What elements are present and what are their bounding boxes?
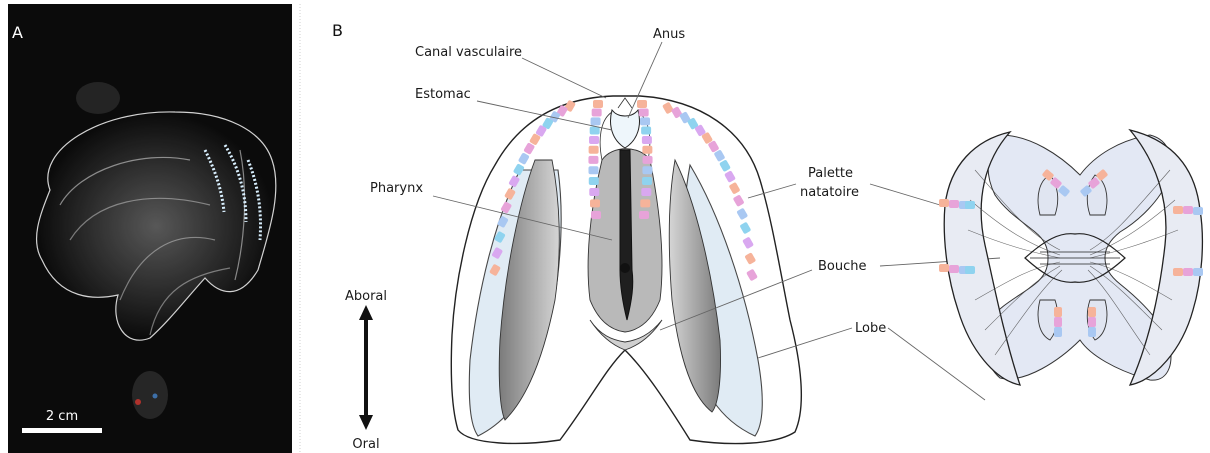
comb-plate — [939, 264, 949, 272]
comb-plate — [643, 156, 653, 164]
leader-lobe-left — [758, 328, 852, 358]
comb-plate — [729, 182, 741, 195]
comb-plate — [1193, 207, 1203, 215]
comb-plate — [592, 109, 602, 117]
comb-plate — [589, 177, 599, 185]
comb-plate — [641, 127, 651, 135]
comb-plate — [590, 199, 600, 207]
mouth-dot — [620, 263, 630, 273]
blur-spot-red — [135, 399, 141, 405]
comb-plate — [736, 208, 748, 221]
comb-plate — [739, 222, 751, 235]
leader-palette-right — [870, 184, 940, 205]
oral-view-body — [985, 135, 1171, 380]
label-pharynx: Pharynx — [370, 181, 423, 196]
comb-plate — [589, 146, 599, 154]
comb-plate — [642, 146, 652, 154]
comb-plate — [714, 149, 726, 162]
comb-plate — [1183, 206, 1193, 214]
comb-plate — [639, 211, 649, 219]
comb-plate — [1173, 268, 1183, 276]
blur-spot-blue — [153, 394, 158, 399]
comb-plate — [719, 159, 731, 172]
comb-plate — [588, 156, 598, 164]
comb-plate — [591, 117, 601, 125]
scale-bar — [22, 428, 102, 433]
stomach — [611, 110, 640, 148]
comb-plate — [590, 127, 600, 135]
orientation-axis: Aboral Oral — [345, 289, 387, 452]
leader-canal — [522, 58, 606, 98]
comb-plate — [1183, 268, 1193, 276]
blur-spot-top — [76, 82, 120, 114]
panel-label-b: B — [332, 21, 343, 40]
axis-label-aboral: Aboral — [345, 289, 387, 304]
comb-plate — [1173, 206, 1183, 214]
comb-plate — [1054, 317, 1062, 327]
comb-plate — [746, 269, 758, 282]
comb-plate — [1088, 327, 1096, 337]
comb-plate — [642, 177, 652, 185]
label-palette-line2: natatoire — [800, 185, 859, 200]
comb-plate — [518, 152, 530, 165]
comb-plate — [591, 211, 601, 219]
label-estomac: Estomac — [415, 87, 471, 102]
comb-plate — [939, 199, 949, 207]
comb-plate — [641, 188, 651, 196]
comb-plate — [1088, 317, 1096, 327]
comb-plate — [637, 100, 647, 108]
comb-plate — [639, 109, 649, 117]
comb-plate — [965, 266, 975, 274]
comb-plate — [1088, 307, 1096, 317]
comb-plate — [744, 252, 756, 265]
comb-plate — [642, 166, 652, 174]
comb-plate — [593, 100, 603, 108]
comb-plate — [1054, 327, 1062, 337]
comb-plate — [965, 201, 975, 209]
label-canal-vasculaire: Canal vasculaire — [415, 45, 522, 60]
comb-plate — [589, 136, 599, 144]
oral-view-diagram — [939, 130, 1203, 385]
comb-plate — [1193, 268, 1203, 276]
comb-plate — [588, 166, 598, 174]
axis-arrow-head-bottom — [359, 415, 373, 430]
label-bouche: Bouche — [818, 259, 867, 274]
comb-plate — [642, 136, 652, 144]
lateral-diagram — [451, 96, 801, 444]
scale-bar-label: 2 cm — [46, 409, 78, 424]
axis-label-oral: Oral — [352, 437, 379, 452]
label-palette-line1: Palette — [808, 166, 853, 181]
comb-plate — [742, 237, 754, 250]
comb-plate — [733, 194, 745, 207]
comb-plate — [949, 200, 959, 208]
photo-panel: A 2 cm — [8, 4, 292, 453]
panel-label-a: A — [12, 23, 23, 42]
comb-plate — [949, 265, 959, 273]
blur-spot-bottom — [132, 371, 168, 419]
comb-plate — [724, 170, 736, 183]
label-anus: Anus — [653, 27, 685, 42]
leader-palette-left — [748, 184, 796, 198]
central-canal — [620, 150, 633, 320]
label-lobe: Lobe — [855, 321, 886, 336]
comb-plate — [640, 199, 650, 207]
comb-plate — [589, 188, 599, 196]
comb-plate — [640, 117, 650, 125]
axis-arrow-head-top — [359, 305, 373, 320]
comb-plate — [1054, 307, 1062, 317]
